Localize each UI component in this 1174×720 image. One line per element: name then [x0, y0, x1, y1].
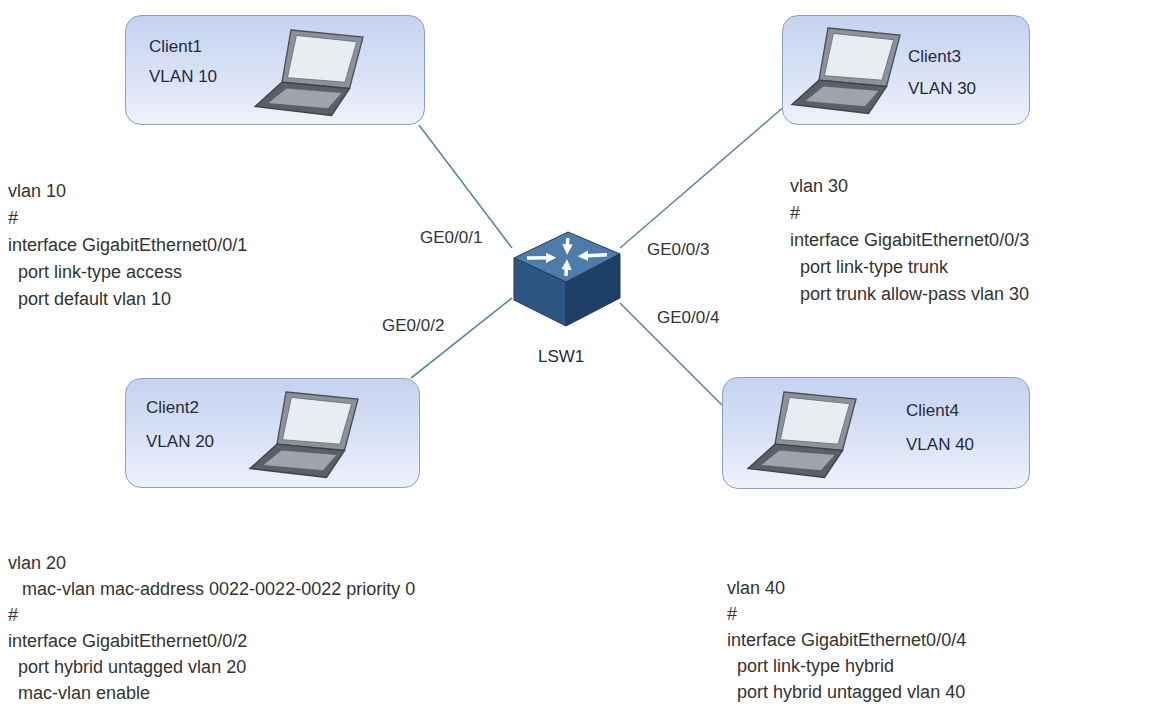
config-line: port link-type trunk — [800, 256, 948, 278]
client-box: Client3VLAN 30 — [782, 15, 1030, 125]
link-line — [620, 303, 722, 405]
config-line: vlan 30 — [790, 175, 848, 197]
link-line — [411, 298, 512, 378]
node-title: Client3 — [908, 46, 961, 68]
port-label: GE0/0/2 — [380, 316, 446, 336]
link-line — [419, 125, 512, 248]
config-line: port hybrid untagged vlan 20 — [18, 656, 246, 678]
port-label: GE0/0/1 — [418, 228, 484, 248]
link-line — [620, 109, 782, 249]
config-line: port link-type access — [18, 261, 182, 283]
vlan-label: VLAN 30 — [908, 78, 976, 100]
config-line: mac-vlan mac-address 0022-0022-0022 prio… — [22, 578, 415, 600]
laptop-icon — [792, 28, 900, 114]
vlan-label: VLAN 10 — [149, 66, 217, 88]
node-title: Client1 — [149, 36, 202, 58]
client-box: Client4VLAN 40 — [722, 377, 1030, 489]
laptop-icon — [748, 392, 856, 478]
port-label: GE0/0/4 — [655, 308, 721, 328]
config-line: # — [727, 603, 737, 625]
laptop-icon — [250, 392, 358, 478]
config-line: # — [8, 207, 18, 229]
config-line: vlan 20 — [8, 552, 66, 574]
vlan-label: VLAN 40 — [906, 434, 974, 456]
config-line: interface GigabitEthernet0/0/3 — [790, 229, 1029, 251]
config-line: port trunk allow-pass vlan 30 — [800, 283, 1029, 305]
vlan-label: VLAN 20 — [146, 431, 214, 453]
config-line: # — [790, 202, 800, 224]
config-line: interface GigabitEthernet0/0/2 — [8, 630, 247, 652]
config-line: vlan 40 — [727, 577, 785, 599]
node-title: LSW1 — [538, 346, 584, 368]
laptop-icon — [255, 30, 363, 116]
port-label: GE0/0/3 — [645, 240, 711, 260]
config-line: vlan 10 — [8, 180, 66, 202]
config-line: interface GigabitEthernet0/0/4 — [727, 629, 966, 651]
config-line: interface GigabitEthernet0/0/1 — [8, 234, 247, 256]
node-title: Client4 — [906, 400, 959, 422]
config-line: port default vlan 10 — [18, 288, 171, 310]
config-line: port hybrid untagged vlan 40 — [737, 681, 965, 703]
config-line: mac-vlan enable — [18, 682, 150, 704]
switch-icon — [514, 232, 620, 326]
config-line: port link-type hybrid — [737, 655, 894, 677]
node-title: Client2 — [146, 397, 199, 419]
config-line: # — [8, 604, 18, 626]
